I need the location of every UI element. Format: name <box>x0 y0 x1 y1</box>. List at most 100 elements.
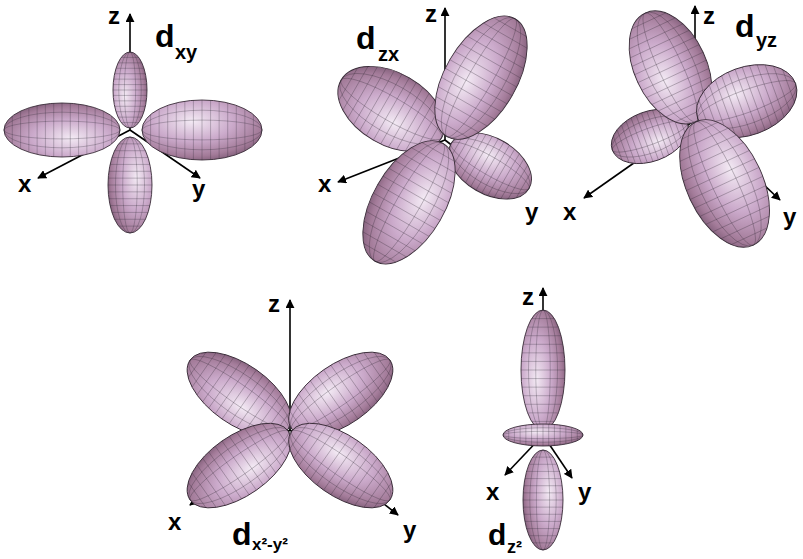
orbital-subscript: xy <box>175 42 197 62</box>
mesh-line <box>338 361 371 408</box>
mesh-line <box>613 136 622 160</box>
mesh-line <box>118 62 142 63</box>
mesh-line <box>192 353 216 387</box>
mesh-line <box>176 103 177 157</box>
mesh-line <box>528 327 559 328</box>
mesh-line <box>354 132 463 274</box>
mesh-line <box>118 117 142 118</box>
mesh-line <box>630 18 676 39</box>
mesh-line <box>179 415 300 516</box>
mesh-line <box>346 357 377 401</box>
mesh-line <box>317 436 351 485</box>
mesh-line <box>528 412 559 413</box>
mesh-line <box>527 528 560 529</box>
mesh-line <box>565 426 566 444</box>
lobe-surface <box>274 407 407 525</box>
mesh-line <box>167 105 168 154</box>
mesh-line <box>364 353 388 387</box>
mesh-line <box>695 176 763 208</box>
mesh-line <box>339 68 358 100</box>
lobe-surface <box>4 103 120 157</box>
mesh-line <box>324 441 358 490</box>
mesh-line <box>524 514 562 515</box>
mesh-line <box>455 51 517 87</box>
mesh-line <box>437 13 526 143</box>
mesh-line <box>324 370 358 419</box>
mesh-line <box>503 431 583 438</box>
orbital-lobe <box>344 125 474 279</box>
mesh-line <box>373 78 409 140</box>
axis-label: z <box>108 4 120 28</box>
mesh-line <box>253 115 254 146</box>
orbital-lobe <box>416 1 546 155</box>
mesh-line <box>436 119 468 138</box>
mesh-line <box>192 473 216 507</box>
mesh-line <box>646 68 709 97</box>
mesh-line <box>635 45 700 75</box>
mesh-line <box>112 157 148 158</box>
mesh-line <box>331 446 365 495</box>
mesh-line <box>531 424 532 445</box>
mesh-line <box>365 138 454 268</box>
mesh-line <box>280 415 401 516</box>
axis-label: z <box>703 4 715 28</box>
orbital-lobe <box>274 407 407 525</box>
mesh-line <box>397 93 430 149</box>
orbital-name: d <box>155 20 175 52</box>
mesh-line <box>114 79 147 80</box>
mesh-line <box>150 115 151 146</box>
orbital-name: d <box>735 10 755 42</box>
mesh-line <box>475 29 526 59</box>
mesh-line <box>523 395 563 396</box>
mesh-line <box>783 69 795 102</box>
mesh-line <box>642 60 707 90</box>
orbital-lobe <box>523 450 563 550</box>
mesh-line <box>378 184 440 220</box>
mesh-line <box>209 452 242 499</box>
mesh-line <box>116 68 144 69</box>
mesh-line <box>632 37 695 66</box>
mesh-line <box>215 446 249 495</box>
mesh-line <box>227 103 228 157</box>
axis-label: x <box>168 510 181 534</box>
mesh-line <box>310 432 343 479</box>
mesh-line <box>520 426 521 444</box>
mesh-line <box>346 458 377 502</box>
lobe-surface <box>142 100 262 160</box>
orbital-lobe <box>113 52 147 128</box>
mesh-line <box>445 68 507 104</box>
mesh-line <box>617 130 629 163</box>
mesh-line <box>123 137 138 233</box>
mesh-line <box>338 452 371 499</box>
mesh-line <box>110 164 150 165</box>
mesh-line <box>773 66 789 111</box>
mesh-line <box>110 205 150 206</box>
mesh-line <box>244 109 245 151</box>
mesh-line <box>521 370 565 371</box>
mesh-line <box>119 52 141 128</box>
mesh-line <box>494 154 519 198</box>
orbital-lobe <box>521 310 565 430</box>
mesh-line <box>494 18 526 37</box>
mesh-line <box>560 425 561 445</box>
lobe-surface <box>416 1 546 155</box>
mesh-line <box>237 432 270 479</box>
mesh-line <box>523 492 563 493</box>
mesh-line <box>521 361 565 362</box>
mesh-line <box>523 507 563 508</box>
mesh-line <box>364 473 388 507</box>
mesh-line <box>528 310 557 430</box>
mesh-line <box>286 423 396 508</box>
axis-label: z <box>268 292 280 316</box>
mesh-line <box>536 310 551 430</box>
axis-label: x <box>563 200 576 224</box>
orbital-lobe <box>142 100 262 160</box>
orbital-subscript: x²-y² <box>252 536 288 553</box>
mesh-line <box>45 104 46 156</box>
orbital-name: d <box>488 520 506 550</box>
mesh-line <box>113 95 147 96</box>
mesh-line <box>348 67 378 118</box>
mesh-line <box>525 521 561 522</box>
axis-label: y <box>403 518 416 542</box>
